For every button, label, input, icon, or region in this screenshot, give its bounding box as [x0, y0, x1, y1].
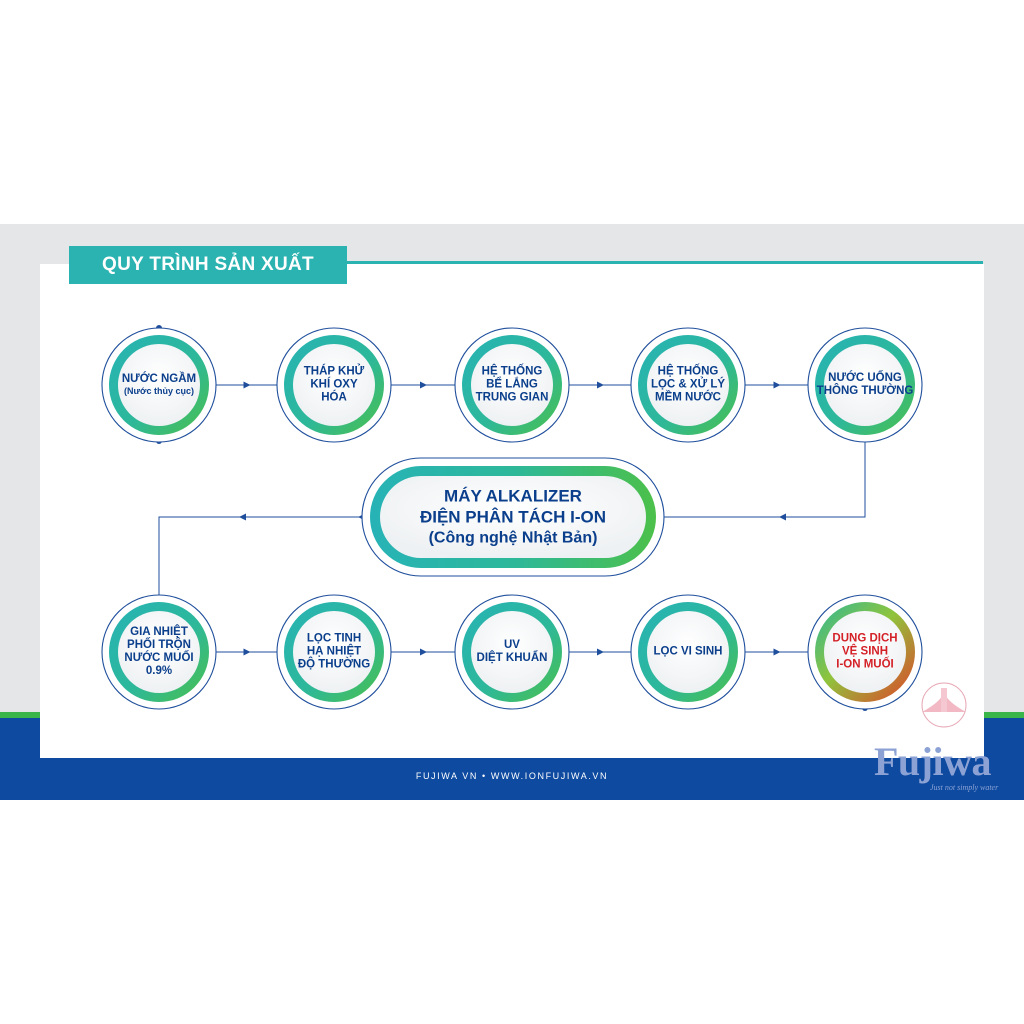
connector-arrow: [597, 381, 604, 389]
connector-arrow: [243, 381, 251, 389]
process-node: [101, 594, 217, 710]
process-node: [101, 327, 217, 443]
node-label-line: HẠ NHIỆT: [306, 645, 362, 658]
node-label-line: NƯỚC MUỐI: [124, 652, 194, 664]
connector-arrow: [243, 648, 251, 656]
node-label-line: HÓA: [321, 391, 347, 404]
process-node: [630, 594, 746, 710]
process-node: [630, 327, 746, 443]
center-line-2: ĐIỆN PHÂN TÁCH I-ON: [419, 507, 607, 527]
node-label-line: VỆ SINH: [841, 645, 888, 658]
node-label-line: I-ON MUỐI: [836, 658, 894, 671]
node-label-line: MỀM NƯỚC: [655, 391, 721, 404]
connector-arrow: [597, 648, 604, 656]
node-inner-face: [293, 344, 375, 426]
node-inner-face: [118, 344, 200, 426]
node-label-line: NƯỚC NGẦM: [121, 373, 197, 385]
node-label-line: KHÍ OXY: [310, 378, 358, 391]
title-banner: [69, 246, 347, 284]
connector-arrow: [779, 513, 786, 521]
node-label-line: THÁP KHỬ: [303, 365, 365, 378]
node-label-nuoc-ngam: NƯỚC NGẦM(Nước thủy cục): [109, 373, 209, 397]
node-label-line: DIỆT KHUẨN: [476, 652, 548, 664]
node-inner-face: [118, 611, 200, 693]
logo-tower: [941, 688, 947, 712]
connector-line: [158, 516, 362, 598]
node-label-line: HỆ THỐNG: [657, 365, 719, 378]
fujiwa-logo: Fujiwa: [874, 739, 992, 784]
node-label-line: ĐỘ THƯỜNG: [297, 658, 371, 671]
node-label-line: BỂ LẮNG: [486, 378, 538, 391]
node-label-line: THÔNG THƯỜNG: [816, 385, 914, 397]
node-label-loc-vi-sinh: LỌC VI SINH: [638, 646, 738, 659]
process-node: [454, 594, 570, 710]
title-underline: [347, 261, 983, 264]
node-label-line: LỌC VI SINH: [653, 645, 723, 658]
process-node: [276, 327, 392, 443]
node-inner-face: [824, 344, 906, 426]
center-node: [361, 457, 665, 577]
node-label-line: LỌC TINH: [306, 632, 362, 645]
node-inner-face: [293, 611, 375, 693]
node-label-line: NƯỚC UỐNG: [828, 372, 902, 384]
connector-arrow: [773, 648, 781, 656]
fujiwa-tagline: Just not simply water: [930, 783, 999, 792]
center-node-label: MÁY ALKALIZER ĐIỆN PHÂN TÁCH I-ON (Công …: [383, 486, 643, 549]
node-label-line: TRUNG GIAN: [475, 391, 549, 404]
connector-arrow: [420, 648, 427, 656]
process-node: [454, 327, 570, 443]
node-label-sub: (Nước thủy cục): [124, 386, 194, 396]
node-inner-face: [471, 344, 553, 426]
node-label-line: GIA NHIỆT: [130, 626, 188, 638]
nodes: [101, 327, 923, 710]
node-inner-face: [647, 611, 729, 693]
center-line-1: MÁY ALKALIZER: [444, 486, 582, 506]
page-title: QUY TRÌNH SẢN XUẤT: [102, 254, 314, 275]
connector-line: [664, 438, 866, 518]
process-node: [276, 594, 392, 710]
node-inner-face: [647, 344, 729, 426]
connector-arrow: [773, 381, 781, 389]
process-node: [807, 327, 923, 443]
connector-arrow: [239, 513, 246, 521]
footer-text: FUJIWA VN • WWW.IONFUJIWA.VN: [415, 771, 609, 781]
connector-arrow: [420, 381, 427, 389]
logo-ring: [921, 682, 967, 728]
node-inner-face: [824, 611, 906, 693]
highlight-node: [807, 594, 923, 710]
fujiwa-logo-mark: [921, 682, 967, 728]
node-label-line: HỆ THỐNG: [481, 365, 543, 378]
node-inner-face: [471, 611, 553, 693]
node-label-line: PHỐI TRỘN: [127, 639, 191, 651]
node-label-line: 0.9%: [145, 665, 173, 677]
node-label-line: DUNG DỊCH: [832, 632, 898, 645]
center-inner-face: [380, 476, 646, 558]
node-label-line: LỌC & XỬ LÝ: [650, 378, 726, 391]
center-line-3: (Công nghệ Nhật Bản): [428, 529, 598, 547]
node-label-line: UV: [504, 639, 520, 651]
